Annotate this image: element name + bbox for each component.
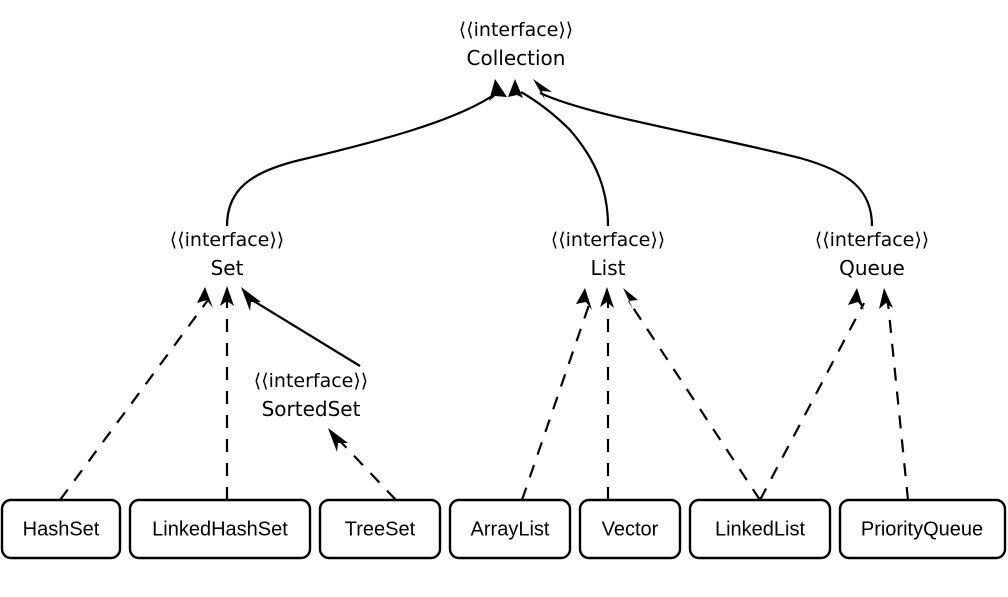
- interface-stereotype-collection: ⟨⟨interface⟩⟩: [459, 19, 573, 41]
- interface-stereotype-queue: ⟨⟨interface⟩⟩: [815, 229, 929, 251]
- class-node-arraylist[interactable]: ArrayList: [448, 498, 572, 560]
- arrowhead-icon: [600, 287, 614, 308]
- arrowhead-icon: [328, 428, 348, 452]
- class-label-priorityqueue: PriorityQueue: [861, 518, 983, 540]
- arrowhead-icon: [197, 287, 213, 308]
- class-box-treeset[interactable]: [318, 498, 442, 560]
- arrowhead-icon: [241, 287, 261, 311]
- class-label-arraylist: ArrayList: [471, 518, 550, 540]
- class-label-linkedlist: LinkedList: [715, 518, 806, 540]
- interface-node-list[interactable]: ⟨⟨interface⟩⟩ List: [551, 229, 665, 280]
- edge-arraylist-to-list: [520, 288, 592, 501]
- interface-stereotype-set: ⟨⟨interface⟩⟩: [170, 229, 284, 251]
- interface-name-set: Set: [211, 256, 244, 280]
- edge-vector-to-list: [600, 287, 614, 500]
- class-box-vector[interactable]: [578, 498, 682, 560]
- arrowhead-icon: [576, 288, 592, 310]
- arrowhead-icon: [508, 79, 523, 98]
- class-node-vector[interactable]: Vector: [578, 498, 682, 560]
- edge-queue-to-collection: [533, 79, 874, 227]
- interface-stereotype-list: ⟨⟨interface⟩⟩: [551, 229, 665, 251]
- class-node-priorityqueue[interactable]: PriorityQueue: [838, 498, 1007, 560]
- edge-linkedlist-to-list: [623, 288, 761, 501]
- arrowhead-icon: [220, 286, 234, 306]
- class-label-treeset: TreeSet: [345, 518, 416, 540]
- class-node-linkedhashset[interactable]: LinkedHashSet: [128, 498, 312, 560]
- class-box-hashset[interactable]: [0, 498, 122, 560]
- interface-name-queue: Queue: [839, 256, 905, 280]
- class-node-linkedlist[interactable]: LinkedList: [688, 498, 832, 560]
- arrowhead-icon: [489, 79, 507, 101]
- class-box-linkedlist[interactable]: [688, 498, 832, 560]
- edge-linkedhashset-to-set: [220, 286, 234, 500]
- interface-name-collection: Collection: [467, 46, 566, 70]
- interface-node-queue[interactable]: ⟨⟨interface⟩⟩ Queue: [815, 229, 929, 280]
- interface-node-set[interactable]: ⟨⟨interface⟩⟩ Set: [170, 229, 284, 280]
- class-label-vector: Vector: [602, 518, 659, 540]
- interface-node-sortedset[interactable]: ⟨⟨interface⟩⟩ SortedSet: [254, 370, 368, 421]
- edge-sortedset-to-set: [241, 287, 361, 367]
- class-box-linkedhashset[interactable]: [128, 498, 312, 560]
- interface-node-collection[interactable]: ⟨⟨interface⟩⟩ Collection: [459, 19, 573, 70]
- arrowhead-icon: [533, 79, 552, 100]
- edge-hashset-to-set: [59, 287, 213, 501]
- class-label-linkedhashset: LinkedHashSet: [152, 518, 288, 540]
- class-box-arraylist[interactable]: [448, 498, 572, 560]
- class-box-priorityqueue[interactable]: [838, 498, 1007, 560]
- interface-name-sortedset: SortedSet: [262, 397, 361, 421]
- class-node-hashset[interactable]: HashSet: [0, 498, 122, 560]
- edge-priorityqueue-to-queue: [879, 288, 910, 501]
- edge-list-to-collection: [508, 79, 610, 227]
- arrowhead-icon: [879, 288, 893, 309]
- class-label-hashset: HashSet: [23, 518, 100, 540]
- arrowhead-icon: [623, 288, 638, 309]
- edge-set-to-collection: [225, 79, 507, 227]
- edge-linkedlist-to-queue: [759, 288, 865, 501]
- interface-stereotype-sortedset: ⟨⟨interface⟩⟩: [254, 370, 368, 392]
- edge-treeset-to-sortedset: [328, 428, 397, 501]
- arrowhead-icon: [848, 288, 864, 310]
- interface-name-list: List: [591, 256, 626, 280]
- class-node-treeset[interactable]: TreeSet: [318, 498, 442, 560]
